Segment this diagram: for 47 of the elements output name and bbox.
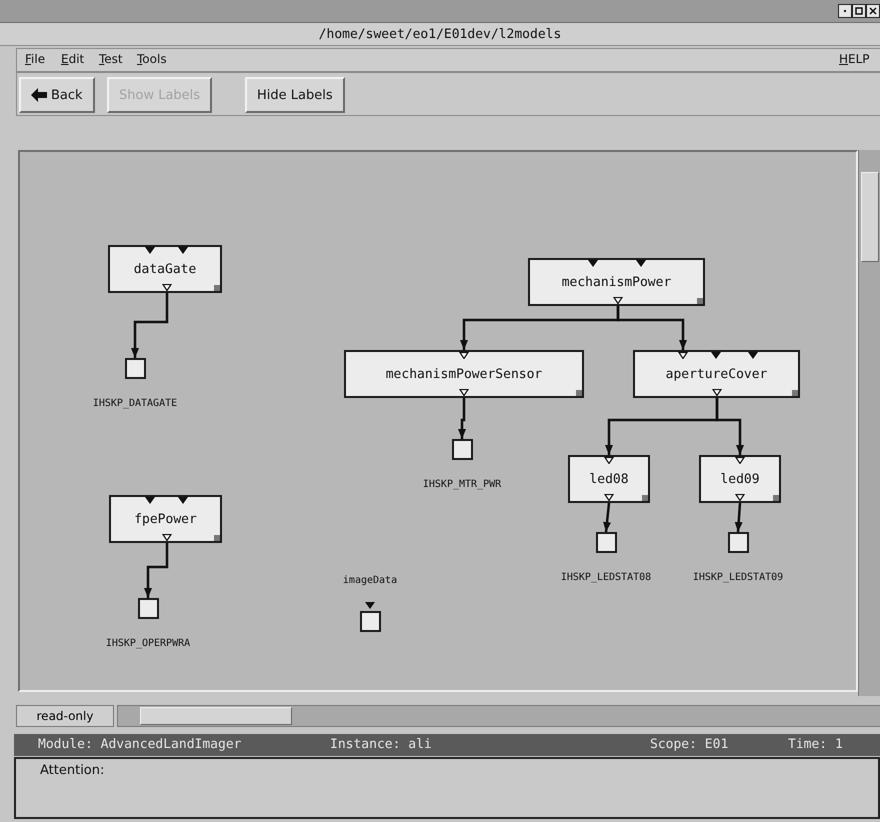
component-name: mechanismPowerSensor bbox=[386, 366, 542, 382]
arrow bbox=[131, 293, 168, 358]
status-text: Module: AdvancedLandImager bbox=[38, 737, 242, 752]
signal-square bbox=[360, 611, 381, 632]
component-name: mechanismPower bbox=[562, 274, 672, 290]
file-path: /home/sweet/eo1/E01dev/l2models bbox=[318, 26, 562, 42]
tab: read-only bbox=[16, 705, 114, 727]
signal-label: IHSKP_MTR_PWR bbox=[422, 479, 502, 490]
component-name: fpePower bbox=[134, 512, 197, 526]
component-box bbox=[699, 455, 781, 503]
signal-label: IHSKP_LEDSTAT09 bbox=[692, 572, 784, 583]
arrow bbox=[734, 502, 743, 532]
signal-square bbox=[452, 439, 473, 460]
arrow bbox=[144, 543, 168, 598]
message-label: Attention: bbox=[40, 763, 104, 778]
component-box bbox=[344, 350, 584, 398]
signal-square bbox=[138, 598, 159, 619]
signal-square bbox=[125, 358, 146, 379]
hide-labels-button: Hide Labels bbox=[245, 77, 345, 113]
status-text: Instance: ali bbox=[330, 737, 432, 752]
menu-item: Edit bbox=[61, 52, 84, 66]
signal-label: IHSKP_LEDSTAT08 bbox=[560, 572, 652, 583]
arrow bbox=[616, 306, 687, 350]
signal-label: IHSKP_OPERPWRA bbox=[106, 638, 190, 649]
arrow bbox=[716, 398, 744, 455]
menu-item: File bbox=[25, 52, 46, 66]
component-name: dataGate bbox=[134, 262, 196, 276]
signal-square bbox=[728, 532, 749, 553]
component-box bbox=[633, 350, 800, 398]
component-box bbox=[568, 455, 650, 503]
signal-label: imageData bbox=[342, 575, 398, 586]
arrow bbox=[458, 398, 466, 439]
component-box bbox=[528, 258, 705, 306]
help-menu: HELP bbox=[839, 52, 870, 66]
status-text: Scope: E01 bbox=[650, 737, 728, 752]
signal-square bbox=[596, 532, 617, 553]
component-name: led08 bbox=[589, 472, 629, 486]
component-box bbox=[109, 495, 222, 543]
status-text: Time: 1 bbox=[788, 737, 843, 752]
component-box bbox=[108, 245, 222, 293]
menu-item: Test bbox=[99, 52, 123, 66]
arrow bbox=[603, 502, 611, 532]
menu-item: Tools bbox=[137, 52, 167, 66]
back-button: Back bbox=[19, 77, 95, 113]
component-name: led09 bbox=[720, 472, 760, 486]
component-name: apertureCover bbox=[666, 366, 768, 382]
signal-label: IHSKP_DATAGATE bbox=[92, 398, 178, 409]
